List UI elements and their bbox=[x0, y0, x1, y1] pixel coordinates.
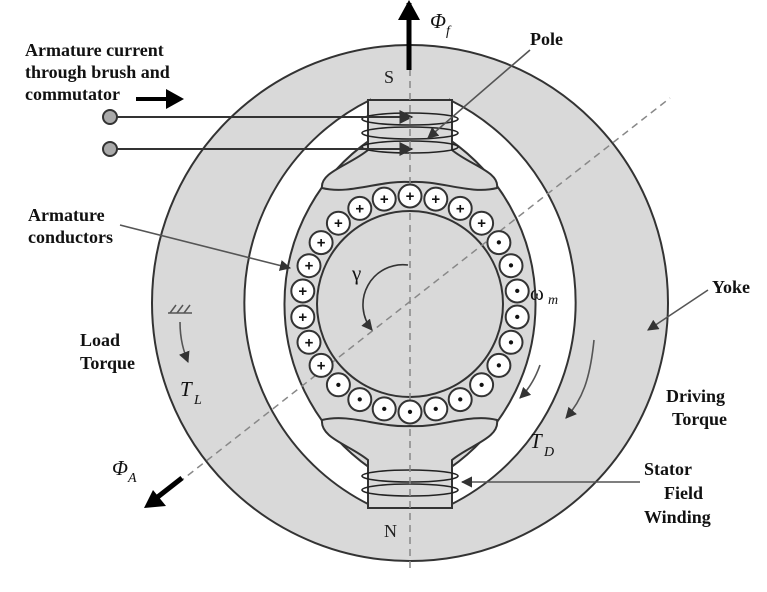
load-torque-label-2: Torque bbox=[80, 353, 135, 373]
driving-torque-label-2: Torque bbox=[672, 409, 727, 429]
pole-s-label: S bbox=[384, 67, 394, 87]
driving-torque-label-1: Driving bbox=[666, 386, 725, 406]
conductor-dot-mark: • bbox=[515, 309, 520, 326]
armature-current-label-3: commutator bbox=[25, 84, 120, 104]
armature-conductor: • bbox=[486, 230, 512, 256]
armature-conductor: • bbox=[504, 304, 530, 330]
armature-conductor: + bbox=[290, 278, 316, 304]
phi-f-sub: f bbox=[446, 24, 452, 39]
phi-f-symbol: Φ bbox=[430, 9, 446, 33]
armature-conductor: + bbox=[469, 210, 495, 236]
armature-conductor: + bbox=[325, 210, 351, 236]
gamma-symbol: γ bbox=[351, 261, 361, 285]
armature-conductor: + bbox=[347, 195, 373, 221]
conductor-dot-mark: • bbox=[433, 401, 438, 418]
armature-current-label-2: through brush and bbox=[25, 62, 170, 82]
phi-a-arrowhead bbox=[144, 490, 166, 508]
conductor-plus-mark: + bbox=[305, 258, 314, 275]
armature-conductor: + bbox=[308, 352, 334, 378]
armature-conductor: + bbox=[371, 186, 397, 212]
supply-leads bbox=[117, 110, 414, 156]
conductor-plus-mark: + bbox=[305, 334, 314, 351]
stator-label-1: Stator bbox=[644, 459, 692, 479]
conductors-leader bbox=[119, 224, 292, 271]
armature-conductor: • bbox=[486, 352, 512, 378]
armature-conductor: + bbox=[296, 253, 322, 279]
conductor-plus-mark: + bbox=[406, 188, 415, 205]
tl-sub: L bbox=[193, 393, 202, 408]
armature-conductors-label-2: conductors bbox=[28, 227, 113, 247]
conductor-dot-mark: • bbox=[479, 377, 484, 394]
omega-sub: m bbox=[548, 293, 558, 308]
phi-f-arrowhead bbox=[398, 0, 420, 20]
pole-leader bbox=[427, 49, 531, 139]
tl-symbol: T bbox=[180, 377, 193, 401]
conductor-plus-mark: + bbox=[298, 309, 307, 326]
armature-conductor: + bbox=[447, 195, 473, 221]
omega-arrow bbox=[519, 364, 541, 399]
td-arrow bbox=[565, 339, 595, 419]
armature-conductors-label-1: Armature bbox=[28, 205, 105, 225]
conductor-plus-mark: + bbox=[380, 191, 389, 208]
conductor-dot-mark: • bbox=[496, 357, 501, 374]
yoke-label: Yoke bbox=[712, 277, 750, 297]
conductor-dot-mark: • bbox=[515, 283, 520, 300]
armature-conductor: • bbox=[347, 387, 373, 413]
armature-conductor: • bbox=[504, 278, 530, 304]
conductor-dot-mark: • bbox=[407, 404, 412, 421]
armature-conductor: + bbox=[397, 183, 423, 209]
yoke-leader bbox=[647, 289, 709, 331]
armature-conductor: + bbox=[290, 304, 316, 330]
conductor-dot-mark: • bbox=[336, 377, 341, 394]
load-torque-label-1: Load bbox=[80, 330, 120, 350]
conductor-plus-mark: + bbox=[298, 283, 307, 300]
armature-conductor: • bbox=[498, 329, 524, 355]
pole-bottom bbox=[320, 417, 499, 509]
td-sub: D bbox=[543, 445, 554, 460]
terminal-2 bbox=[102, 141, 118, 157]
conductor-plus-mark: + bbox=[317, 357, 326, 374]
pole-n-label: N bbox=[384, 521, 397, 541]
conductor-dot-mark: • bbox=[508, 258, 513, 275]
conductor-plus-mark: + bbox=[431, 191, 440, 208]
armature-conductor: • bbox=[371, 396, 397, 422]
stator-label-3: Winding bbox=[644, 507, 711, 527]
conductor-plus-mark: + bbox=[334, 215, 343, 232]
armature-conductor: • bbox=[397, 399, 423, 425]
armature-axis bbox=[149, 97, 671, 506]
armature-conductor: • bbox=[469, 372, 495, 398]
armature-conductor: • bbox=[447, 387, 473, 413]
armature-conductor: + bbox=[308, 230, 334, 256]
terminal-1 bbox=[102, 109, 118, 125]
conductor-dot-mark: • bbox=[458, 392, 463, 409]
gamma-arc bbox=[361, 263, 409, 331]
conductor-plus-mark: + bbox=[317, 235, 326, 252]
armature-conductor: • bbox=[423, 396, 449, 422]
td-symbol: T bbox=[530, 429, 543, 453]
tl-arrow bbox=[179, 321, 190, 364]
load-hatch bbox=[168, 304, 192, 314]
armature-conductor: + bbox=[423, 186, 449, 212]
conductor-dot-mark: • bbox=[496, 235, 501, 252]
conductor-plus-mark: + bbox=[477, 215, 486, 232]
conductor-dot-mark: • bbox=[382, 401, 387, 418]
stator-label-2: Field bbox=[664, 483, 703, 503]
armature-conductor: • bbox=[325, 372, 351, 398]
conductor-dot-mark: • bbox=[508, 334, 513, 351]
phi-a-symbol: Φ bbox=[112, 456, 128, 480]
phi-a-sub: A bbox=[127, 471, 137, 486]
armature-conductors-group: ++++•••••••••••••+++++++++ bbox=[290, 183, 530, 425]
conductor-plus-mark: + bbox=[355, 200, 364, 217]
armature-conductor: • bbox=[498, 253, 524, 279]
armature-current-label-1: Armature current bbox=[25, 40, 164, 60]
current-arrowhead bbox=[166, 89, 184, 109]
pole-label: Pole bbox=[530, 29, 563, 49]
conductor-dot-mark: • bbox=[357, 392, 362, 409]
conductor-plus-mark: + bbox=[456, 200, 465, 217]
omega-symbol: ω bbox=[530, 281, 544, 305]
armature-conductor: + bbox=[296, 329, 322, 355]
